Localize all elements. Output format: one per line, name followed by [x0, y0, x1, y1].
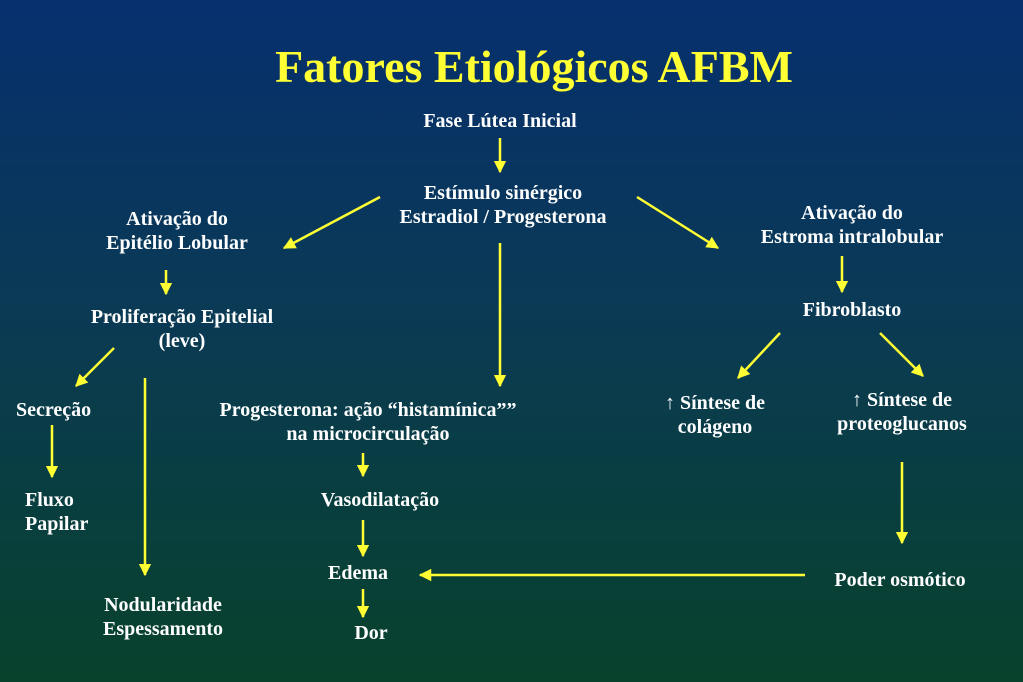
arrow-estimulo-to-epitelio [282, 195, 381, 250]
node-progesterona: Progesterona: ação “histamínica”” na mic… [219, 399, 517, 445]
arrow-fibroblasto-to-colageno [737, 332, 781, 379]
node-dor: Dor [354, 622, 388, 644]
node-sintese-proteoglucanos: ↑ Síntese de proteoglucanos [837, 389, 967, 435]
arrow-estimulo-to-estroma [636, 195, 720, 250]
node-ativacao-estroma: Ativação do Estroma intralobular [760, 202, 944, 248]
node-proliferacao: Proliferação Epitelial (leve) [90, 306, 274, 352]
arrow-fibroblasto-to-proteoglucanos [879, 332, 924, 377]
node-fibroblasto: Fibroblasto [802, 299, 902, 321]
node-edema: Edema [328, 562, 388, 584]
node-ativacao-epitelio: Ativação do Epitélio Lobular [106, 208, 248, 254]
node-sintese-colageno: ↑ Síntese de colágeno [665, 392, 765, 438]
node-fluxo-papilar: Fluxo Papilar [25, 489, 89, 535]
node-nodularidade: Nodularidade Espessamento [102, 594, 224, 640]
node-vasodilatacao: Vasodilatação [320, 489, 440, 511]
page-title: Fatores Etiológicos AFBM [275, 41, 793, 92]
node-poder-osmotico: Poder osmótico [834, 569, 966, 591]
node-fase-lutea: Fase Lútea Inicial [423, 110, 577, 132]
node-secrecao: Secreção [16, 399, 92, 421]
arrow-proliferacao-to-secrecao [75, 347, 115, 387]
node-estimulo: Estímulo sinérgico Estradiol / Progester… [399, 182, 607, 228]
